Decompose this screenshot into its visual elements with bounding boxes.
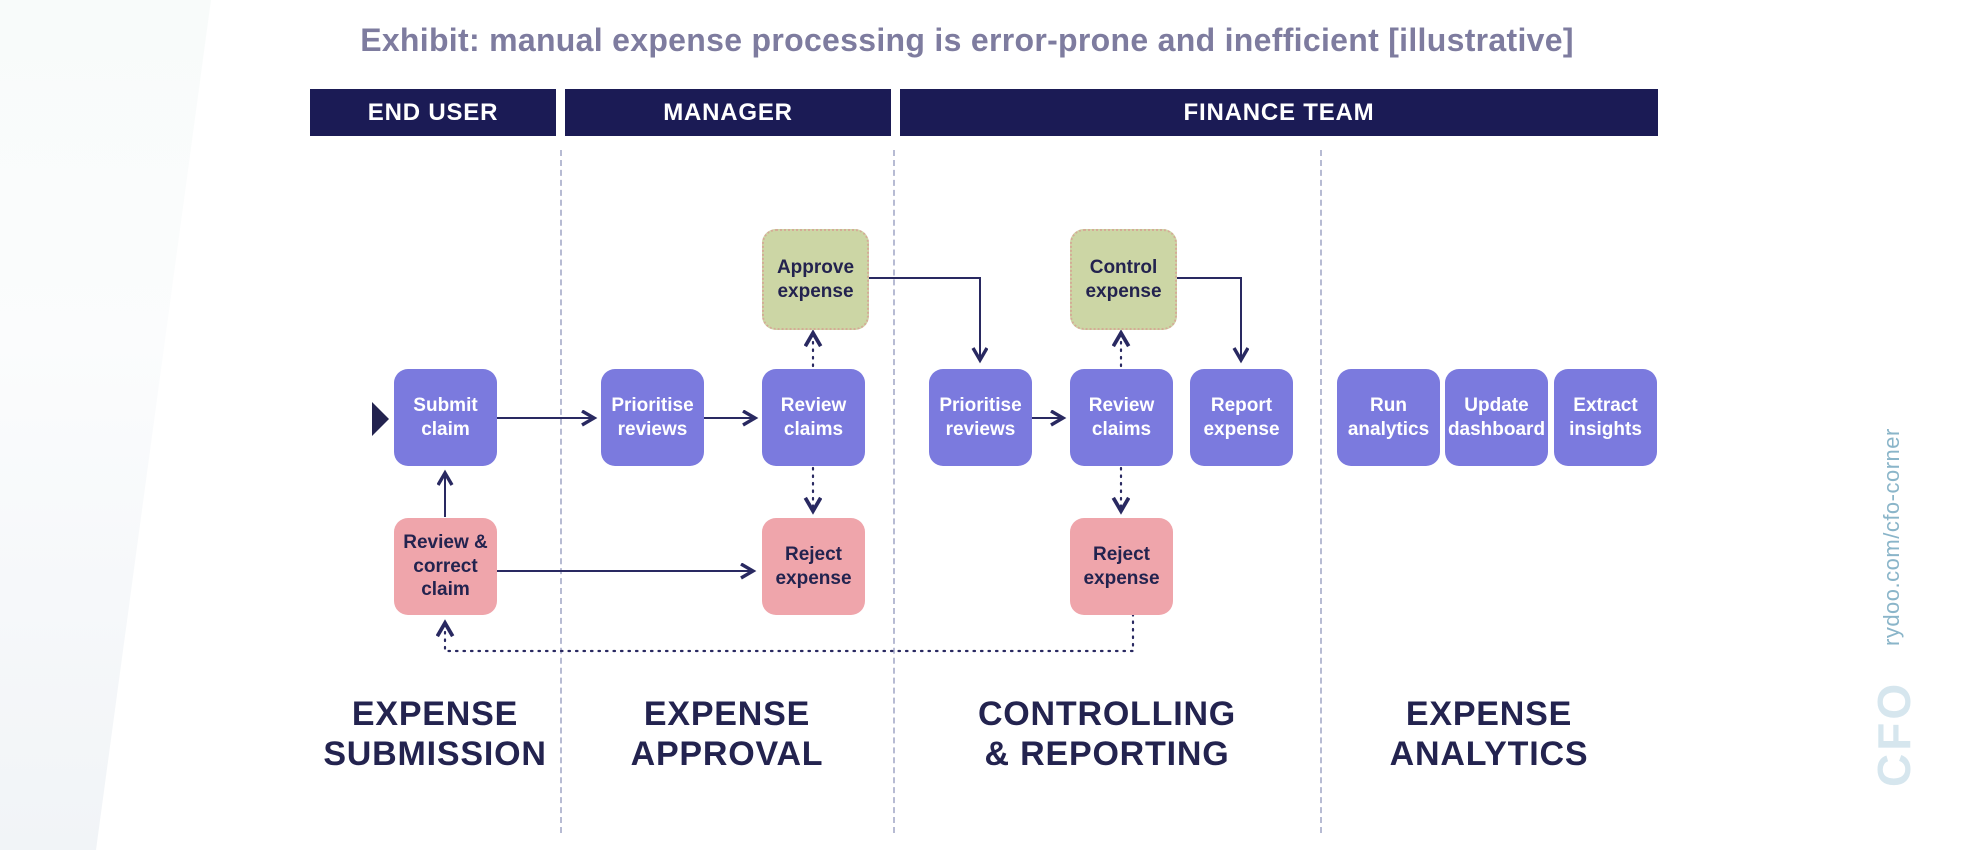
node-update-dashboard: Update dashboard [1445,369,1548,466]
cfo-corner-logo: CFO [1868,680,1920,788]
node-review-claims-finance: Review claims [1070,369,1173,466]
lane-label: MANAGER [663,98,793,126]
node-prioritise-reviews-finance: Prioritise reviews [929,369,1032,466]
arrow-approve-to-prioritise [864,277,980,360]
node-report-expense: Report expense [1190,369,1293,466]
flow-start-icon [372,402,389,436]
node-extract-insights: Extract insights [1554,369,1657,466]
section-divider [893,150,895,833]
arrow-control-to-report [1172,277,1241,360]
lane-header-finance-team: FINANCE TEAM [900,89,1658,136]
node-reject-expense-manager: Reject expense [762,518,865,615]
phase-label-expense-submission: EXPENSE SUBMISSION [323,695,547,774]
node-control-expense: Control expense [1070,229,1177,330]
lane-header-manager: MANAGER [565,89,891,136]
node-submit-claim: Submit claim [394,369,497,466]
phase-label-expense-analytics: EXPENSE ANALYTICS [1389,695,1589,774]
node-review-claims-manager: Review claims [762,369,865,466]
phase-label-expense-approval: EXPENSE APPROVAL [630,695,824,774]
brand-url-text: rydoo.com/cfo-corner [1879,428,1904,646]
lane-header-end-user: END USER [310,89,556,136]
lane-label: FINANCE TEAM [1183,98,1375,126]
section-divider [560,150,562,833]
page-title: Exhibit: manual expense processing is er… [360,22,1574,58]
lane-label: END USER [367,98,499,126]
node-approve-expense: Approve expense [762,229,869,330]
node-review-correct-claim: Review & correct claim [394,518,497,615]
dotted-feedback-loop-reject-to-correct [445,612,1135,653]
node-prioritise-reviews-manager: Prioritise reviews [601,369,704,466]
node-run-analytics: Run analytics [1337,369,1440,466]
section-divider [1320,150,1322,833]
node-reject-expense-finance: Reject expense [1070,518,1173,615]
phase-label-controlling-reporting: CONTROLLING & REPORTING [977,695,1237,774]
